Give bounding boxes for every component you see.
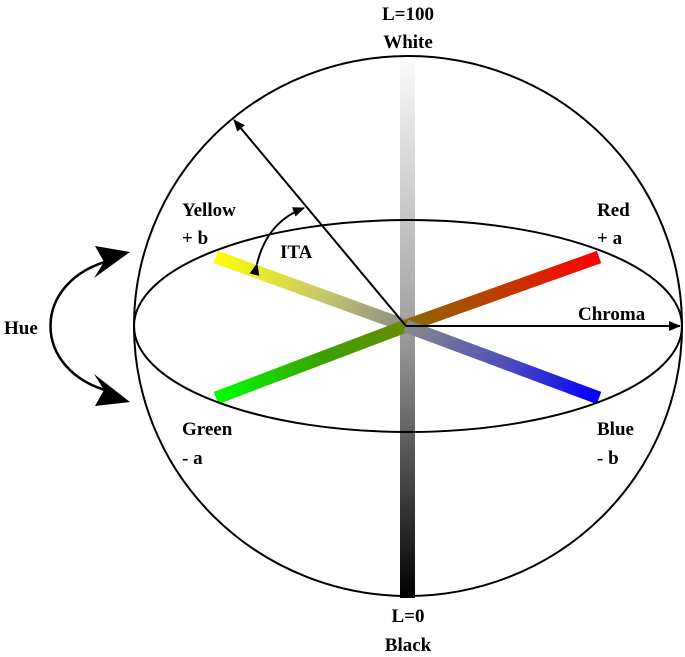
hue-arrowhead-top-icon — [94, 246, 130, 278]
lightness-min-label: L=0 — [392, 606, 425, 627]
red-axis-label: + a — [597, 228, 623, 249]
radius-arrow — [233, 119, 407, 327]
black-label: Black — [385, 635, 432, 656]
white-label: White — [383, 32, 433, 53]
blue-axis-label: - b — [597, 448, 619, 469]
yellow-axis-label: + b — [182, 228, 208, 249]
ita-label: ITA — [280, 242, 313, 263]
chroma-label: Chroma — [578, 304, 646, 325]
yellow-label: Yellow — [182, 200, 236, 221]
green-label: Green — [182, 419, 233, 440]
green-axis-label: - a — [182, 448, 203, 469]
equator-ellipse — [133, 219, 683, 433]
hue-rotation-curve — [49, 258, 113, 394]
blue-axis-bar — [403, 319, 602, 405]
ita-angle-arc — [249, 207, 305, 276]
blue-label: Blue — [597, 419, 634, 440]
hue-label: Hue — [4, 318, 38, 339]
yellow-axis-bar — [213, 250, 409, 333]
lightness-max-label: L=100 — [382, 4, 434, 25]
red-label: Red — [597, 200, 630, 221]
red-axis-bar — [403, 250, 602, 333]
hue-arrowhead-bottom-icon — [94, 374, 130, 406]
green-axis-bar — [213, 319, 409, 405]
